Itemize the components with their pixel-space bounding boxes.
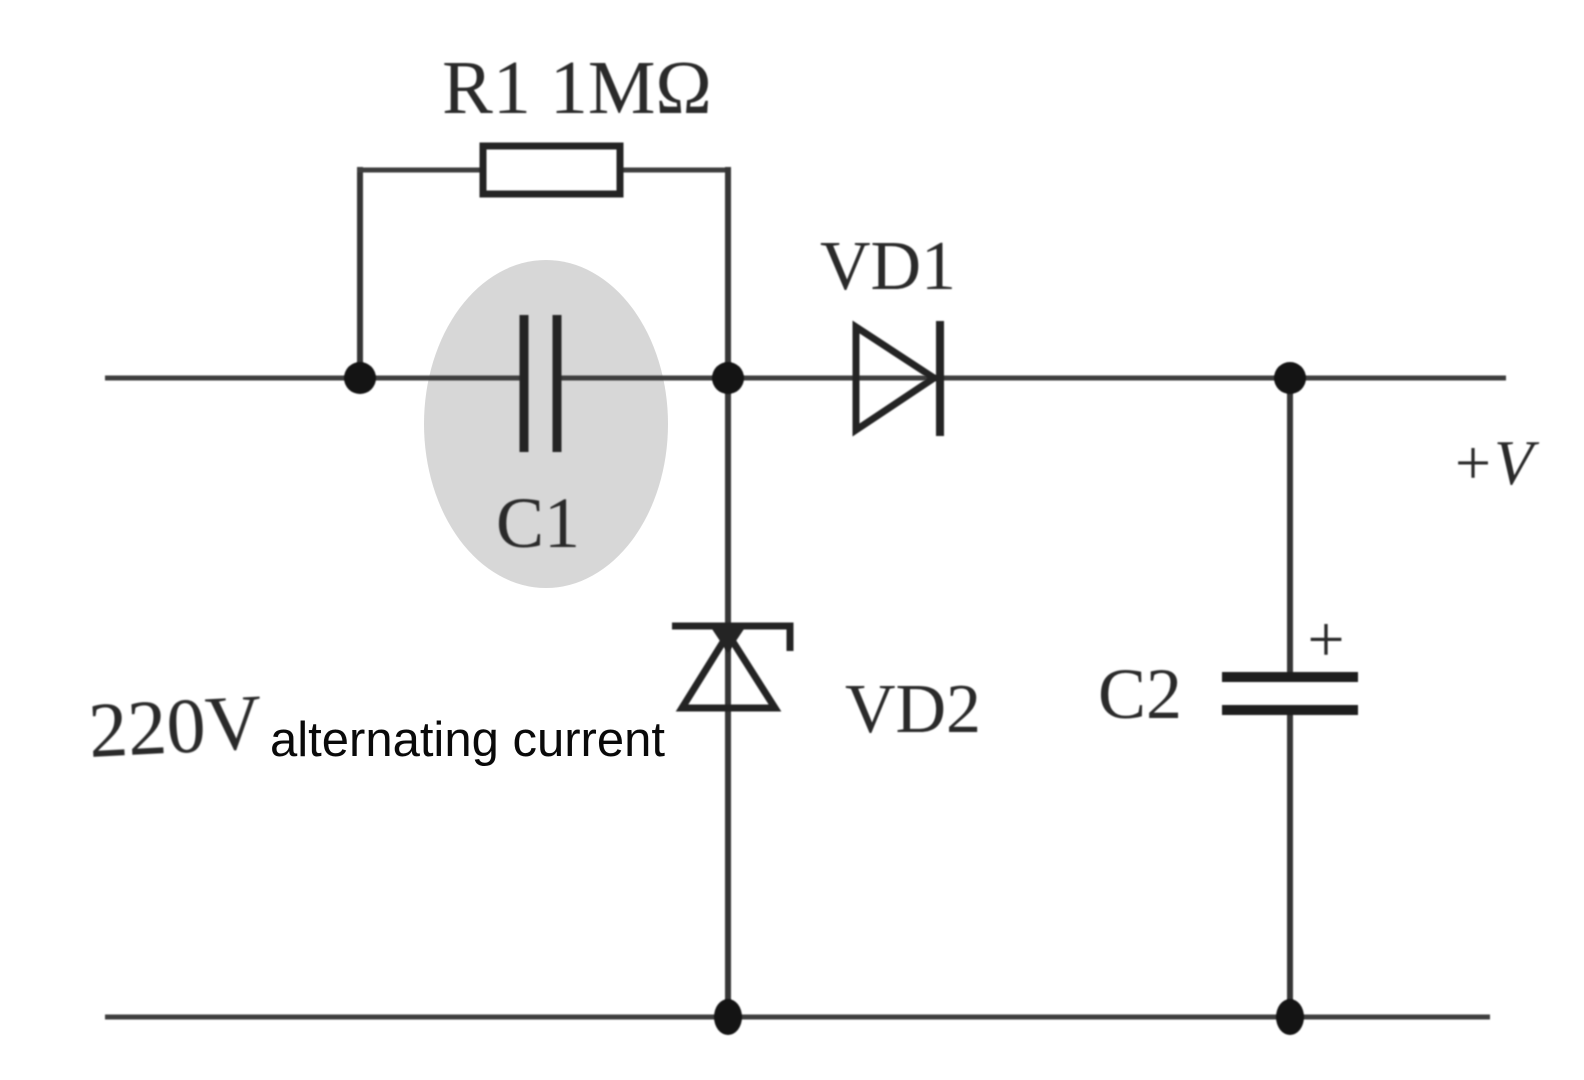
c2-label: C2	[1098, 654, 1182, 734]
junction-dot	[344, 362, 376, 394]
source-type-label: alternating current	[270, 713, 665, 767]
junction-layer	[344, 362, 1306, 1035]
label-layer: R1 1MΩ C1 VD1 VD2 C2 + +V 220V alternati…	[86, 46, 1540, 774]
c1-highlight-ellipse	[424, 260, 668, 588]
junction-dot	[712, 362, 744, 394]
r1-label: R1 1MΩ	[442, 46, 712, 130]
junction-dot	[1274, 362, 1306, 394]
vd1-label: VD1	[820, 228, 956, 305]
junction-dot	[1276, 999, 1304, 1035]
vd2-triangle	[675, 627, 782, 712]
resistor-r1-symbol	[479, 142, 624, 198]
vd2-label: VD2	[845, 671, 981, 748]
capacitor-c1-symbol	[519, 315, 562, 452]
c1-label: C1	[496, 483, 580, 563]
vd1-triangle	[852, 320, 941, 437]
diode-vd1-symbol	[852, 320, 944, 437]
junction-dot	[714, 999, 742, 1035]
source-voltage-label: 220V	[86, 678, 264, 774]
component-layer	[479, 142, 1358, 715]
output-voltage-label: +V	[1451, 427, 1540, 498]
c2-polarity-mark: +	[1307, 603, 1344, 676]
capacitor-c2-symbol	[1222, 672, 1358, 715]
wire-layer	[105, 167, 1506, 1020]
zener-vd2-symbol	[672, 622, 794, 712]
vd2-apex-fill	[712, 629, 744, 653]
vd2-cathode-bar	[672, 622, 794, 651]
